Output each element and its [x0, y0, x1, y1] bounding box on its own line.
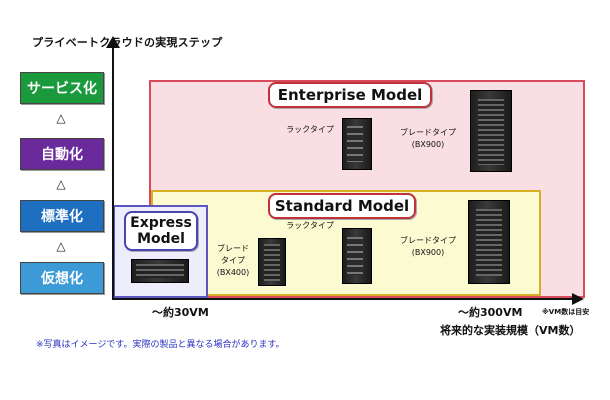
stage-label: 自動化	[41, 147, 83, 163]
standard-blade-small-label-1: ブレード	[217, 244, 249, 253]
express-label-line-1: Express	[130, 215, 192, 231]
x-axis-label: 将来的な実装規模（VM数）	[440, 324, 581, 337]
standard-blade-label: ブレードタイプ	[400, 236, 456, 245]
step-marker-icon: △	[56, 239, 66, 253]
stage-service: サービス化	[20, 72, 104, 104]
blade-server-icon	[468, 200, 510, 284]
enterprise-rack-label: ラックタイプ	[286, 125, 334, 134]
standard-rack-label: ラックタイプ	[286, 221, 334, 230]
axis-arrow-up-icon	[106, 36, 120, 48]
express-label-line-2: Model	[137, 231, 185, 247]
rack-server-icon	[342, 228, 372, 284]
axis-arrow-right-icon	[572, 293, 584, 305]
standard-model-label: Standard Model	[268, 193, 416, 219]
stage-label: 標準化	[41, 209, 83, 225]
blade-server-icon	[470, 90, 512, 172]
stage-virtualization: 仮想化	[20, 262, 104, 294]
tick-300vm: 〜約300VM	[458, 306, 523, 319]
standard-blade-model: (BX900)	[411, 248, 445, 257]
enterprise-blade-label: ブレードタイプ	[400, 128, 456, 137]
enterprise-blade-model: (BX900)	[411, 140, 445, 149]
standard-blade-small-model: (BX400)	[216, 268, 250, 277]
stage-label: 仮想化	[41, 271, 83, 287]
tick-30vm: 〜約30VM	[152, 306, 209, 319]
blade-server-small-icon	[258, 238, 286, 286]
step-marker-icon: △	[56, 111, 66, 125]
enterprise-model-label: Enterprise Model	[268, 82, 432, 108]
step-marker-icon: △	[56, 177, 66, 191]
horizontal-axis	[112, 298, 572, 300]
rack-server-icon	[342, 118, 372, 170]
footnote: ※写真はイメージです。実際の製品と異なる場合があります。	[36, 340, 285, 350]
express-model-label: Express Model	[124, 211, 198, 251]
stage-standardization: 標準化	[20, 200, 104, 232]
stage-automation: 自動化	[20, 138, 104, 170]
standard-blade-small-label-2: タイプ	[221, 256, 245, 265]
stage-label: サービス化	[27, 81, 97, 97]
tower-server-icon	[131, 259, 189, 283]
tick-note: ※VM数は目安	[542, 308, 590, 316]
diagram-title: プライベートクラウドの実現ステップ	[32, 36, 223, 49]
vertical-axis	[112, 46, 114, 300]
